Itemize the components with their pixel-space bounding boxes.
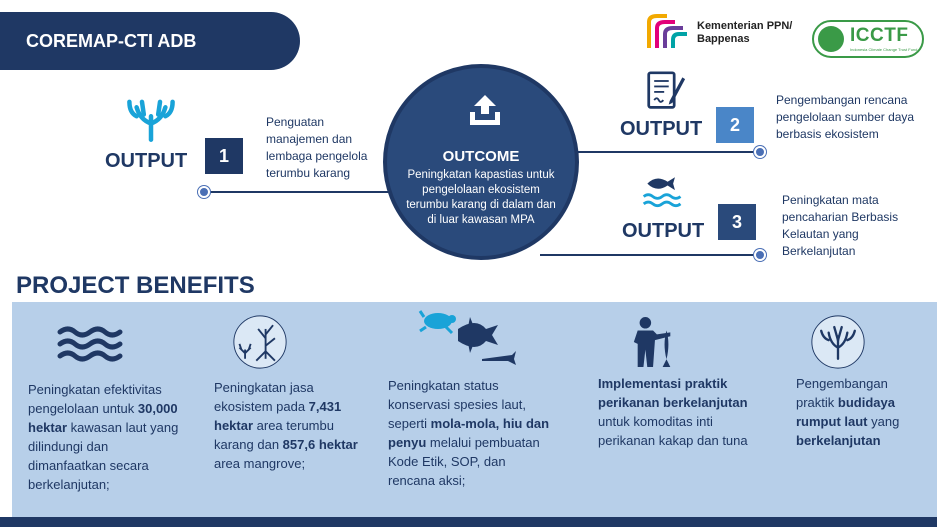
benefit-5-part-2: budidaya rumput laut (796, 395, 895, 429)
seaweed-icon (811, 315, 865, 369)
fish-waves-icon (642, 177, 682, 208)
benefit-text-5: Pengembangan praktik budidaya rumput lau… (796, 374, 921, 450)
benefit-5-part-1: Pengembangan praktik (796, 376, 888, 410)
benefit-2-part-3: area terumbu karang dan (214, 418, 334, 452)
coral-icon (127, 99, 175, 142)
benefit-2-part-4: 857,6 hektar (282, 437, 358, 452)
connector-line-2 (575, 151, 759, 153)
ppn-logo-icon (647, 14, 687, 48)
ppn-logo: Kementerian PPN/ Bappenas (645, 12, 805, 52)
waves-icon (57, 326, 123, 362)
output-1-label: OUTPUT (105, 150, 188, 172)
output-2-text: Pengembangan rencana pengelolaan sumber … (776, 93, 915, 141)
upload-icon (470, 95, 500, 125)
connector-dot-3 (754, 249, 766, 261)
benefit-text-4: Implementasi praktik perikanan berkelanj… (598, 374, 773, 450)
ppn-logo-line1: Kementerian PPN/ (697, 20, 793, 32)
outcome-text: Peningkatan kapastias untuk pengelolaan … (406, 169, 556, 226)
title-banner: COREMAP-CTI ADB (0, 12, 300, 70)
icctf-logo: ICCTF Indonesia Climate Change Trust Fun… (812, 20, 924, 58)
marine-species-icon (418, 310, 516, 365)
outcome-circle: OUTCOME Peningkatan kapastias untuk peng… (383, 64, 579, 260)
benefit-3-part-3: melalui pembuatan Kode Etik, SOP, dan re… (388, 435, 540, 488)
connector-line-3 (540, 254, 760, 256)
icctf-logo-sub: Indonesia Climate Change Trust Fund (850, 47, 918, 52)
benefit-2-part-5: area mangrove; (214, 456, 306, 471)
benefit-1-part-3: kawasan laut yang dilindungi dan dimanfa… (28, 420, 179, 492)
benefit-1-part-1: Peningkatan efektivitas pengelolaan untu… (28, 382, 162, 416)
benefit-3-part-1: Peningkatan status konservasi spesies la… (388, 378, 527, 431)
fisher-icon (633, 317, 671, 367)
benefit-4-part-1: Implementasi praktik perikanan berkelanj… (598, 376, 748, 410)
benefit-5-part-3: yang (867, 414, 900, 429)
benefit-text-1: Peningkatan efektivitas pengelolaan untu… (28, 380, 188, 494)
output-2-number: 2 (716, 107, 754, 143)
connector-dot-1 (198, 186, 210, 198)
output-1-number: 1 (205, 138, 243, 174)
benefit-2-part-2: 7,431 hektar (214, 399, 342, 433)
connector-dot-2 (754, 146, 766, 158)
output-2-label: OUTPUT (620, 118, 703, 140)
output-1-text: Penguatan manajemen dan lembaga pengelol… (266, 115, 368, 180)
mangrove-coral-icon (233, 315, 287, 369)
benefits-title: PROJECT BENEFITS (16, 272, 255, 299)
connector-line-1 (204, 191, 404, 193)
icctf-emblem-icon (818, 26, 844, 52)
ppn-logo-line2: Bappenas (697, 33, 750, 45)
benefit-1-part-2: 30,000 hektar (28, 401, 178, 435)
output-3-label: OUTPUT (622, 220, 705, 242)
bottom-bar (0, 517, 937, 527)
document-pen-icon (647, 71, 686, 109)
benefit-3-part-2: mola-mola, hiu dan penyu (388, 416, 550, 450)
benefit-text-3: Peningkatan status konservasi spesies la… (388, 376, 553, 490)
page-title: COREMAP-CTI ADB (26, 31, 197, 51)
benefit-4-part-2: untuk komoditas inti perikanan kakap dan… (598, 414, 748, 448)
output-3-text: Peningkatan mata pencaharian Berbasis Ke… (782, 193, 899, 258)
benefit-text-2: Peningkatan jasa ekosistem pada 7,431 he… (214, 378, 369, 473)
benefit-5-part-4: berkelanjutan (796, 433, 881, 448)
output-3-number: 3 (718, 204, 756, 240)
benefit-2-part-1: Peningkatan jasa ekosistem pada (214, 380, 314, 414)
outcome-heading: OUTCOME (442, 148, 520, 165)
icctf-logo-name: ICCTF (850, 25, 909, 46)
